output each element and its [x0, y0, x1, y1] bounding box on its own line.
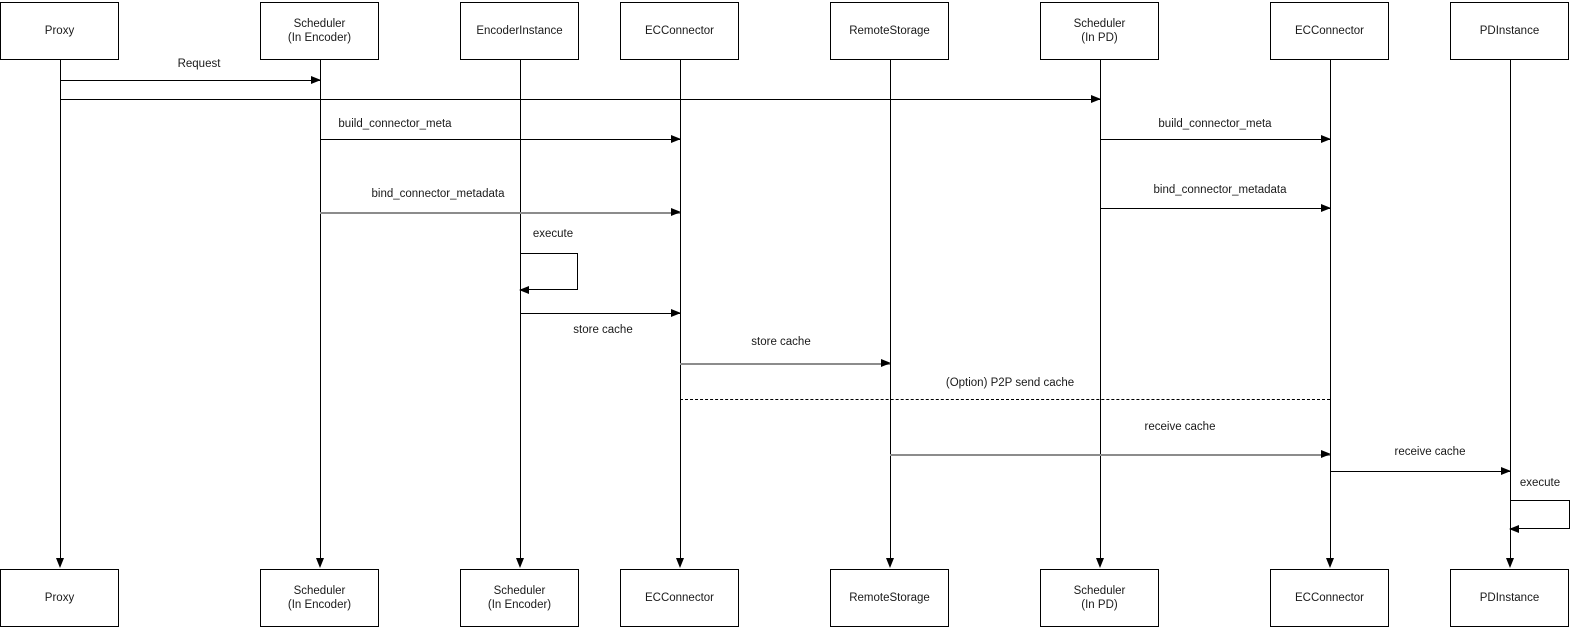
message-build-connector-meta-left-label: build_connector_meta: [338, 118, 452, 130]
message-store-cache-to-connector-label: store cache: [573, 324, 633, 336]
lifeline-proxy: [59, 59, 61, 560]
participant-label: RemoteStorage: [849, 592, 930, 604]
participant-top-remote-storage: RemoteStorage: [830, 2, 949, 60]
message-forward-request-arrow: [60, 95, 1101, 103]
message-request-arrow: [60, 76, 321, 84]
arrowhead-left-icon: [1509, 525, 1519, 533]
arrowhead-down-icon: [885, 558, 894, 568]
arrowhead-right-icon: [1321, 450, 1331, 458]
participant-top-encoder-instance: EncoderInstance: [460, 2, 579, 60]
participant-label: PDInstance: [1479, 592, 1540, 604]
arrowhead-right-icon: [1501, 467, 1511, 475]
message-receive-cache-from-storage-label: receive cache: [1144, 421, 1216, 433]
participant-label: ECConnector: [1294, 25, 1365, 37]
participant-bottom-ec-connector-1: ECConnector: [620, 569, 739, 627]
participant-label: (In PD): [1081, 599, 1118, 611]
lifeline-scheduler-pd: [1099, 59, 1101, 560]
participant-bottom-proxy: Proxy: [0, 569, 119, 627]
arrowhead-right-icon: [671, 135, 681, 143]
participant-label: PDInstance: [1479, 25, 1540, 37]
message-build-connector-meta-left-arrow: [320, 135, 681, 143]
participant-label: ECConnector: [644, 592, 715, 604]
participant-top-scheduler-encoder: Scheduler (In Encoder): [260, 2, 379, 60]
participant-bottom-scheduler-encoder: Scheduler (In Encoder): [260, 569, 379, 627]
message-store-cache-to-storage-label: store cache: [751, 336, 811, 348]
participant-top-scheduler-pd: Scheduler (In PD): [1040, 2, 1159, 60]
arrowhead-down-icon: [515, 558, 524, 568]
message-receive-cache-to-instance-arrow: [1330, 467, 1511, 475]
participant-bottom-scheduler-pd: Scheduler (In PD): [1040, 569, 1159, 627]
message-build-connector-meta-right-label: build_connector_meta: [1158, 118, 1272, 130]
arrowhead-down-icon: [315, 558, 324, 568]
participant-label: (In PD): [1081, 32, 1118, 44]
participant-label: Proxy: [44, 25, 75, 37]
message-execute-pd-label: execute: [1519, 477, 1561, 489]
message-store-cache-to-connector-arrow: [520, 309, 681, 317]
participant-bottom-pd-instance: PDInstance: [1450, 569, 1569, 627]
participant-top-ec-connector-1: ECConnector: [620, 2, 739, 60]
message-build-connector-meta-right-arrow: [1100, 135, 1331, 143]
message-execute-encoder-label: execute: [532, 228, 574, 240]
participant-label: Scheduler: [1073, 585, 1126, 597]
lifeline-ec-connector-2: [1329, 59, 1331, 560]
participant-bottom-remote-storage: RemoteStorage: [830, 569, 949, 627]
participant-label: Scheduler: [293, 18, 346, 30]
message-bind-connector-metadata-right-label: bind_connector_metadata: [1153, 184, 1287, 196]
participant-label: (In Encoder): [287, 32, 352, 44]
message-store-cache-to-storage-arrow: [680, 359, 891, 367]
message-p2p-send-cache-label: (Option) P2P send cache: [945, 377, 1075, 389]
arrowhead-right-icon: [671, 309, 681, 317]
participant-bottom-scheduler-encoder-2: Scheduler (In Encoder): [460, 569, 579, 627]
arrowhead-right-icon: [1321, 204, 1331, 212]
arrowhead-right-icon: [311, 76, 321, 84]
lifeline-encoder-instance: [519, 59, 521, 560]
arrowhead-down-icon: [1325, 558, 1334, 568]
participant-top-proxy: Proxy: [0, 2, 119, 60]
participant-top-ec-connector-2: ECConnector: [1270, 2, 1389, 60]
arrowhead-left-icon: [519, 286, 529, 294]
participant-top-pd-instance: PDInstance: [1450, 2, 1569, 60]
message-execute-encoder-selfloop: [519, 253, 578, 294]
participant-label: ECConnector: [644, 25, 715, 37]
arrowhead-down-icon: [1095, 558, 1104, 568]
message-bind-connector-metadata-right-arrow: [1100, 204, 1331, 212]
lifeline-pd-instance: [1509, 59, 1511, 560]
message-receive-cache-from-storage-arrow: [890, 450, 1331, 458]
participant-label: (In Encoder): [487, 599, 552, 611]
participant-label: EncoderInstance: [476, 25, 563, 37]
message-execute-pd-selfloop: [1509, 500, 1570, 533]
participant-bottom-ec-connector-2: ECConnector: [1270, 569, 1389, 627]
arrowhead-right-icon: [671, 208, 681, 216]
lifeline-scheduler-encoder: [319, 59, 321, 560]
participant-label: Scheduler: [493, 585, 546, 597]
arrowhead-down-icon: [675, 558, 684, 568]
message-bind-connector-metadata-left-label: bind_connector_metadata: [371, 188, 505, 200]
participant-label: RemoteStorage: [849, 25, 930, 37]
arrowhead-right-icon: [1321, 135, 1331, 143]
participant-label: ECConnector: [1294, 592, 1365, 604]
arrowhead-down-icon: [1505, 558, 1514, 568]
lifeline-remote-storage: [889, 59, 891, 560]
participant-label: Scheduler: [293, 585, 346, 597]
arrowhead-right-icon: [1091, 95, 1101, 103]
arrowhead-down-icon: [55, 558, 64, 568]
participant-label: Scheduler: [1073, 18, 1126, 30]
message-p2p-send-cache-line: [680, 399, 1330, 400]
participant-label: (In Encoder): [287, 599, 352, 611]
participant-label: Proxy: [44, 592, 75, 604]
message-request-label: Request: [177, 58, 221, 70]
message-bind-connector-metadata-left-arrow: [320, 208, 681, 216]
arrowhead-right-icon: [881, 359, 891, 367]
message-receive-cache-to-instance-label: receive cache: [1394, 446, 1466, 458]
